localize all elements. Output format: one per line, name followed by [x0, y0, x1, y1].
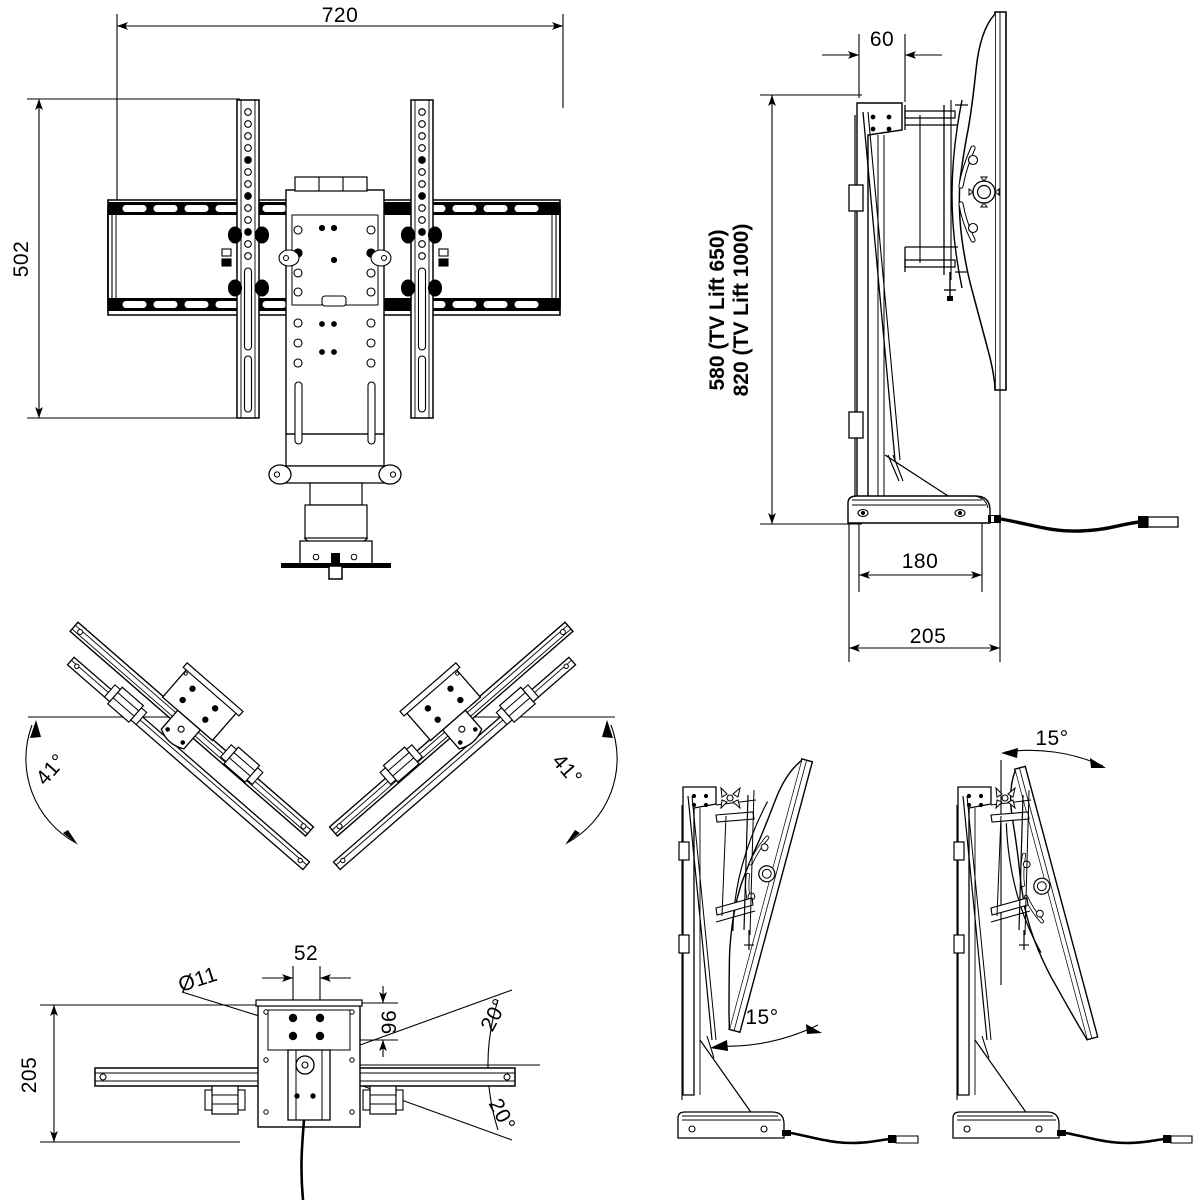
- tilt-knob-icon: [968, 176, 1000, 208]
- dim-label-lift1000: 820 (TV Lift 1000): [730, 224, 753, 397]
- dim-label-205-side: 205: [910, 625, 947, 648]
- dimension-labels: 720 502 60 580 (TV Lift 650) 820 (TV Lif…: [10, 4, 1068, 1135]
- dim-label-96: 96: [378, 1010, 401, 1034]
- clamp-a: [219, 744, 264, 786]
- lift-column: [268, 464, 402, 580]
- top-clamp-left: [204, 1085, 246, 1115]
- butterfly-knob-icon: [720, 786, 741, 810]
- dim-15-right: [1000, 748, 1106, 985]
- side-view: [760, 11, 1179, 662]
- top-view: [40, 966, 540, 1200]
- top-clamp-right: [362, 1085, 404, 1115]
- dim-60: [822, 34, 942, 102]
- vesa-plate: [278, 176, 392, 467]
- power-cord: [988, 515, 1179, 533]
- tilt-right-arms: [990, 786, 1032, 950]
- dim-720: [116, 14, 564, 200]
- tilt-left-arms: [715, 786, 757, 950]
- dim-label-15-left: 15°: [745, 1006, 778, 1029]
- clamp-b: [103, 684, 148, 726]
- front-view: [27, 14, 564, 580]
- tilt-view-left: [677, 758, 919, 1145]
- side-base: [847, 495, 991, 524]
- side-column: [848, 102, 963, 510]
- tv-rail-right: [410, 99, 434, 419]
- dim-label-205-top: 205: [18, 1057, 41, 1094]
- dim-502: [27, 98, 240, 419]
- dim-label-52: 52: [294, 942, 318, 965]
- dim-label-60: 60: [870, 28, 894, 51]
- tilt-right-body: [952, 765, 1193, 1145]
- butterfly-knob-icon-right: [995, 786, 1016, 810]
- dim-180: [858, 518, 983, 592]
- dim-label-lift650: 580 (TV Lift 650): [706, 229, 729, 390]
- swivel-view-right: [328, 621, 618, 871]
- dim-label-502: 502: [10, 241, 33, 278]
- top-view-body: [94, 999, 516, 1200]
- tilt-left-body: [677, 758, 919, 1145]
- dim-label-180: 180: [902, 550, 939, 573]
- swivel-view-left: [25, 621, 315, 871]
- tv-rail-left: [236, 99, 260, 419]
- dim-label-dia11: Ø11: [176, 963, 221, 997]
- tilt-view-right: [952, 748, 1193, 1145]
- dim-lift-height: [760, 94, 862, 525]
- clamp-left: [221, 226, 270, 297]
- dim-label-41-left: 41°: [32, 750, 71, 790]
- tv-panel-side: [904, 11, 1007, 391]
- dim-15-left: [710, 1024, 822, 1051]
- dim-label-15-right: 15°: [1035, 727, 1068, 750]
- clamp-right: [400, 226, 449, 297]
- dim-label-20-lower: 20°: [484, 1095, 520, 1135]
- dim-label-720: 720: [322, 4, 359, 27]
- dim-label-41-right: 41°: [547, 750, 586, 790]
